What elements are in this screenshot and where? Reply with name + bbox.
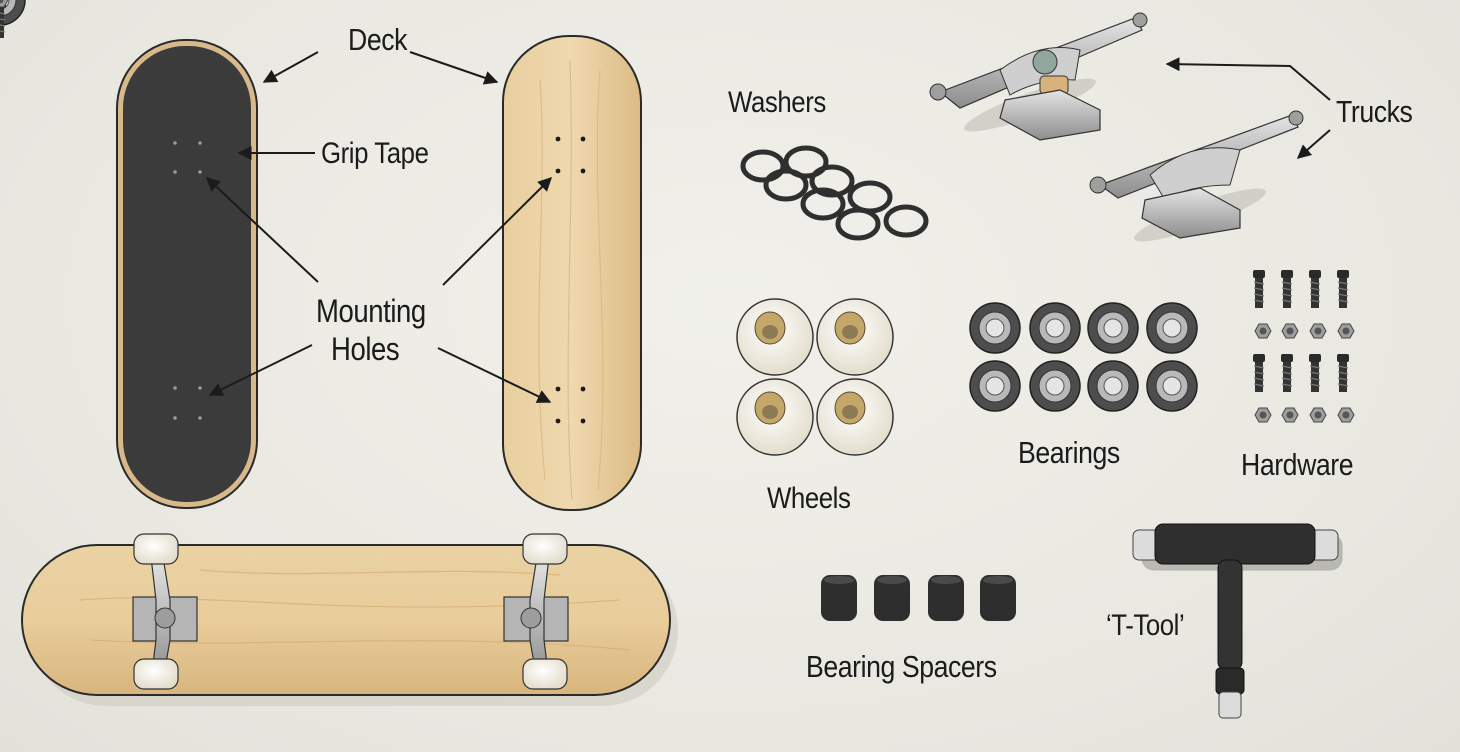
wheel — [816, 298, 894, 376]
truck-top — [929, 12, 1148, 141]
label-wheels: Wheels — [767, 482, 851, 515]
washers-group — [740, 145, 929, 241]
label-washers: Washers — [728, 86, 826, 119]
label-t-tool: ‘T-Tool’ — [1106, 609, 1185, 642]
wheel — [736, 298, 814, 376]
label-mounting-holes-line2: Holes — [331, 331, 400, 367]
wheels-group — [736, 298, 894, 456]
wheel — [736, 378, 814, 456]
label-bearing-spacers: Bearing Spacers — [806, 649, 997, 684]
label-hardware: Hardware — [1241, 447, 1354, 482]
label-deck: Deck — [348, 22, 408, 57]
label-bearings: Bearings — [1018, 435, 1120, 470]
truck-bottom — [1089, 110, 1304, 242]
wood-mounting-holes — [555, 136, 586, 424]
bearing-spacers-group — [821, 575, 1016, 621]
deck-arrows — [205, 51, 552, 403]
board-truck-left — [132, 533, 198, 690]
deck-grip-tape-view — [116, 39, 258, 509]
hardware-group — [0, 0, 1355, 423]
label-trucks: Trucks — [1336, 94, 1413, 129]
label-grip-tape: Grip Tape — [321, 137, 429, 170]
assembled-board — [21, 533, 678, 706]
board-truck-right — [503, 533, 569, 690]
label-mounting-holes-line1: Mounting — [316, 293, 426, 329]
grip-mounting-holes — [173, 141, 202, 420]
deck-wood-view — [502, 35, 642, 511]
wheel — [816, 378, 894, 456]
trucks-arrows — [1165, 57, 1331, 159]
t-tool — [1132, 523, 1343, 719]
